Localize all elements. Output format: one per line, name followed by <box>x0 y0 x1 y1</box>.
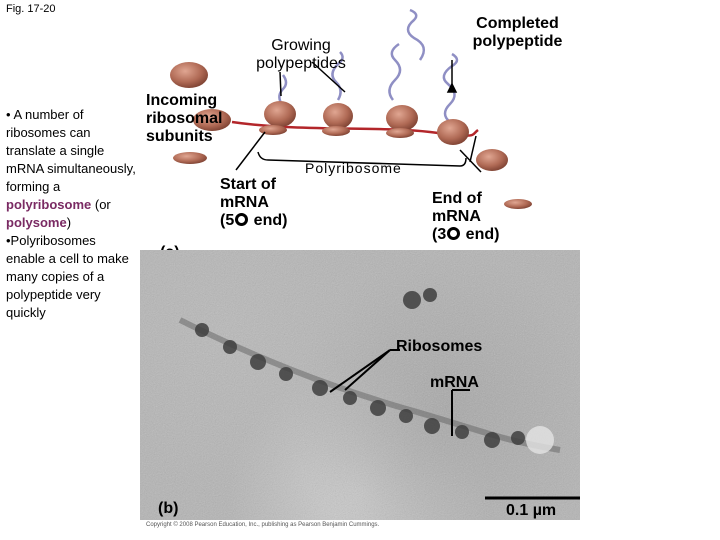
figure-label: Fig. 17-20 <box>6 3 56 15</box>
label-polyribosome: Polyribosome <box>305 160 402 176</box>
keyword-polysome: polysome <box>6 215 67 230</box>
label-start-mrna: Start of mRNA (5 end) <box>220 176 300 230</box>
panel-label-b: (b) <box>158 500 179 517</box>
ribosome-particles <box>195 288 525 448</box>
side-text-part2: •Polyribosomes enable a cell to make man… <box>6 233 129 320</box>
scale-bar-label: 0.1 µm <box>506 502 557 519</box>
micrograph-pointers <box>329 349 470 436</box>
label-completed-polypeptide: Completed polypeptide <box>472 15 563 50</box>
incoming-subunits <box>170 62 231 164</box>
label-incoming-subunits: Incoming ribosomal subunits <box>146 92 223 145</box>
side-text-or: (or <box>91 197 111 212</box>
label-ribosomes: Ribosomes <box>396 338 483 355</box>
keyword-polyribosome: polyribosome <box>6 197 92 212</box>
polyribosome-bracket <box>257 151 467 167</box>
label-end-mrna: End of mRNA (3 end) <box>432 190 517 244</box>
micrograph-details <box>140 250 580 520</box>
label-end-mrna-text: End of mRNA <box>432 190 482 225</box>
prime-ring-icon <box>235 213 249 226</box>
side-text-part1: • A number of ribosomes can translate a … <box>6 107 136 194</box>
label-end-end-prefix: (3 <box>432 226 447 243</box>
ribosomes-on-mrna <box>259 101 469 145</box>
polypeptide-chains <box>278 8 459 123</box>
label-start-end-prefix: (5 <box>220 212 235 229</box>
label-growing-polypeptides: Growing polypeptides <box>256 37 346 72</box>
label-start-mrna-text: Start of mRNA <box>220 176 276 211</box>
prime-ring-icon <box>447 227 461 240</box>
released-subunits <box>476 149 532 209</box>
copyright-notice: Copyright © 2008 Pearson Education, Inc.… <box>146 522 380 528</box>
label-start-end-suffix: end) <box>249 212 288 229</box>
label-end-end-suffix: end) <box>461 226 500 243</box>
side-text-close: ) <box>66 215 72 230</box>
diagram-arrows <box>235 60 482 173</box>
side-text: • A number of ribosomes can translate a … <box>6 106 136 322</box>
polyribosome-diagram <box>170 8 532 209</box>
label-mrna: mRNA <box>430 374 479 391</box>
